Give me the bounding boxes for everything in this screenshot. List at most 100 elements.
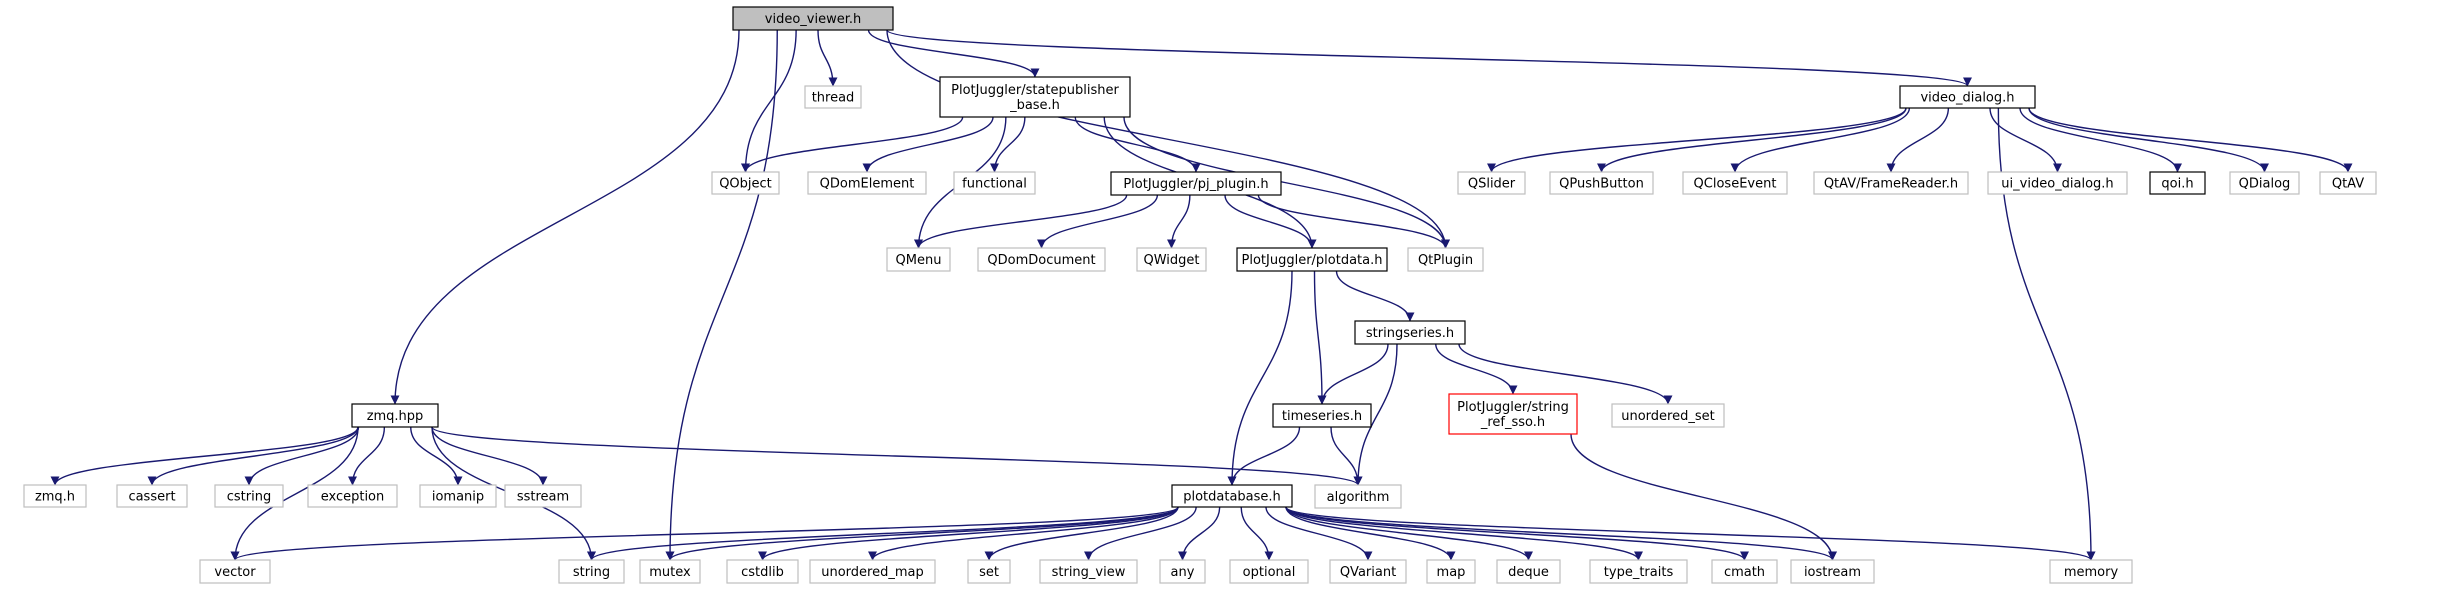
- node-box-timeseries: [1272, 403, 1372, 428]
- edge-pj_plugin-to-plotdata: [1224, 194, 1317, 249]
- node-label-qdialog: QDialog: [2239, 177, 2291, 192]
- node-statepublisher[interactable]: PlotJuggler/statepublisher_base.h: [939, 76, 1131, 118]
- node-pj_plugin[interactable]: PlotJuggler/pj_plugin.h: [1110, 171, 1282, 196]
- node-qobject: QObject: [711, 171, 780, 195]
- node-label-cassert: cassert: [128, 490, 175, 505]
- node-box-video_viewer: [732, 6, 894, 31]
- edge-plotdatabase-to-string: [587, 506, 1179, 561]
- edge-video_dialog-to-qslider: [1487, 107, 1907, 173]
- node-string_ref_sso[interactable]: PlotJuggler/string_ref_sso.h: [1448, 393, 1578, 435]
- node-box-type_traits: [1589, 559, 1688, 584]
- node-memory: memory: [2049, 559, 2133, 584]
- node-label-video_viewer: video_viewer.h: [765, 12, 861, 27]
- edge-zmq-to-zmq_h: [50, 426, 359, 486]
- edge-video_dialog-to-qcloseevent: [1730, 107, 1911, 173]
- edge-zmq-to-vector: [230, 426, 359, 561]
- node-label-qwidget: QWidget: [1143, 253, 1199, 268]
- node-label-qpushbutton: QPushButton: [1559, 177, 1644, 192]
- node-timeseries[interactable]: timeseries.h: [1272, 403, 1372, 428]
- edge-video_viewer-to-statepublisher: [867, 29, 1040, 78]
- node-label-set: set: [979, 565, 999, 580]
- node-box-stringseries: [1354, 320, 1466, 345]
- node-box-cstdlib: [726, 559, 799, 584]
- node-box-string: [558, 559, 625, 584]
- node-label-pj_plugin: PlotJuggler/pj_plugin.h: [1123, 177, 1268, 192]
- node-deque: deque: [1496, 559, 1561, 584]
- edge-timeseries-to-algorithm: [1330, 426, 1363, 486]
- node-map: map: [1426, 559, 1476, 584]
- node-box-exception: [307, 484, 398, 508]
- node-box-cmath: [1711, 559, 1778, 584]
- node-stringseries[interactable]: stringseries.h: [1354, 320, 1466, 345]
- edge-zmq-to-exception: [348, 426, 386, 486]
- node-label-stringseries: stringseries.h: [1366, 326, 1454, 341]
- edge-zmq-to-cstring: [244, 426, 360, 486]
- node-label-video_dialog: video_dialog.h: [1920, 91, 2014, 106]
- node-cmath: cmath: [1711, 559, 1778, 584]
- node-qoi[interactable]: qoi.h: [2149, 171, 2206, 195]
- node-box-cassert: [116, 484, 188, 508]
- node-zmq[interactable]: zmq.hpp: [351, 403, 439, 428]
- node-label-qdomelement: QDomElement: [820, 177, 915, 192]
- edge-statepublisher-to-pj_plugin: [1074, 116, 1201, 173]
- edge-timeseries-to-plotdatabase: [1227, 426, 1301, 486]
- edge-stringseries-to-algorithm: [1353, 343, 1398, 486]
- node-qdialog: QDialog: [2229, 171, 2300, 195]
- node-label-cmath: cmath: [1724, 565, 1765, 580]
- node-box-qvariant: [1329, 559, 1407, 584]
- node-label-ui_video_dialog: ui_video_dialog.h: [2001, 177, 2113, 192]
- node-plotdatabase[interactable]: plotdatabase.h: [1171, 484, 1293, 508]
- edge-plotdatabase-to-optional: [1240, 506, 1274, 561]
- node-box-qobject: [711, 171, 780, 195]
- node-functional: functional: [953, 171, 1036, 195]
- node-box-qdomelement: [807, 171, 927, 195]
- node-box-pj_plugin: [1110, 171, 1282, 196]
- node-label-qobject: QObject: [719, 177, 772, 192]
- node-label-qslider: QSlider: [1468, 177, 1516, 192]
- node-unordered_set: unordered_set: [1611, 403, 1725, 428]
- node-plotdata[interactable]: PlotJuggler/plotdata.h: [1236, 247, 1388, 272]
- node-box-string_ref_sso: [1448, 393, 1578, 435]
- node-qvariant: QVariant: [1329, 559, 1407, 584]
- node-video_viewer[interactable]: video_viewer.h: [732, 6, 894, 31]
- node-mutex: mutex: [639, 559, 701, 584]
- edge-plotdatabase-to-set: [984, 506, 1179, 561]
- edge-plotdatabase-to-mutex: [665, 506, 1179, 561]
- node-label-sstream: sstream: [517, 490, 569, 505]
- node-label-timeseries: timeseries.h: [1282, 409, 1362, 424]
- node-label-mutex: mutex: [649, 565, 691, 580]
- edge-statepublisher-to-qtplugin: [1123, 116, 1450, 249]
- node-label-string: string: [573, 565, 610, 580]
- edge-pj_plugin-to-qmenu: [914, 194, 1128, 249]
- node-ui_video_dialog: ui_video_dialog.h: [1987, 171, 2128, 195]
- edge-video_viewer-to-mutex: [665, 29, 778, 561]
- node-box-functional: [953, 171, 1036, 195]
- node-video_dialog[interactable]: video_dialog.h: [1899, 85, 2036, 109]
- node-box-unordered_set: [1611, 403, 1725, 428]
- node-label-qmenu: QMenu: [896, 253, 942, 268]
- node-box-qdialog: [2229, 171, 2300, 195]
- node-box-video_dialog: [1899, 85, 2036, 109]
- edge-plotdata-to-timeseries: [1313, 270, 1327, 405]
- node-box-qtav: [2319, 171, 2377, 195]
- edge-plotdatabase-to-any: [1178, 506, 1221, 561]
- node-label-zmq: zmq.hpp: [367, 409, 424, 424]
- node-box-deque: [1496, 559, 1561, 584]
- edge-plotdatabase-to-memory: [1285, 506, 2096, 561]
- edge-video_dialog-to-qpushbutton: [1597, 107, 1907, 173]
- node-label-plotdata: PlotJuggler/plotdata.h: [1242, 253, 1383, 268]
- node-box-zmq: [351, 403, 439, 428]
- edge-video_viewer-to-thread: [817, 29, 838, 87]
- node-box-qmenu: [886, 247, 951, 272]
- node-label-exception: exception: [321, 490, 385, 505]
- node-box-framereader: [1813, 171, 1969, 195]
- edge-video_dialog-to-ui_video_dialog: [1989, 107, 2062, 173]
- node-label-iomanip: iomanip: [432, 490, 484, 505]
- edge-plotdatabase-to-iostream: [1285, 506, 1837, 561]
- node-box-string_view: [1039, 559, 1138, 584]
- node-sstream: sstream: [504, 484, 582, 508]
- edge-video_viewer-to-zmq: [390, 29, 740, 405]
- node-label-algorithm: algorithm: [1327, 490, 1390, 505]
- node-box-zmq_h: [23, 484, 87, 508]
- edge-statepublisher-to-qdomelement: [862, 116, 994, 173]
